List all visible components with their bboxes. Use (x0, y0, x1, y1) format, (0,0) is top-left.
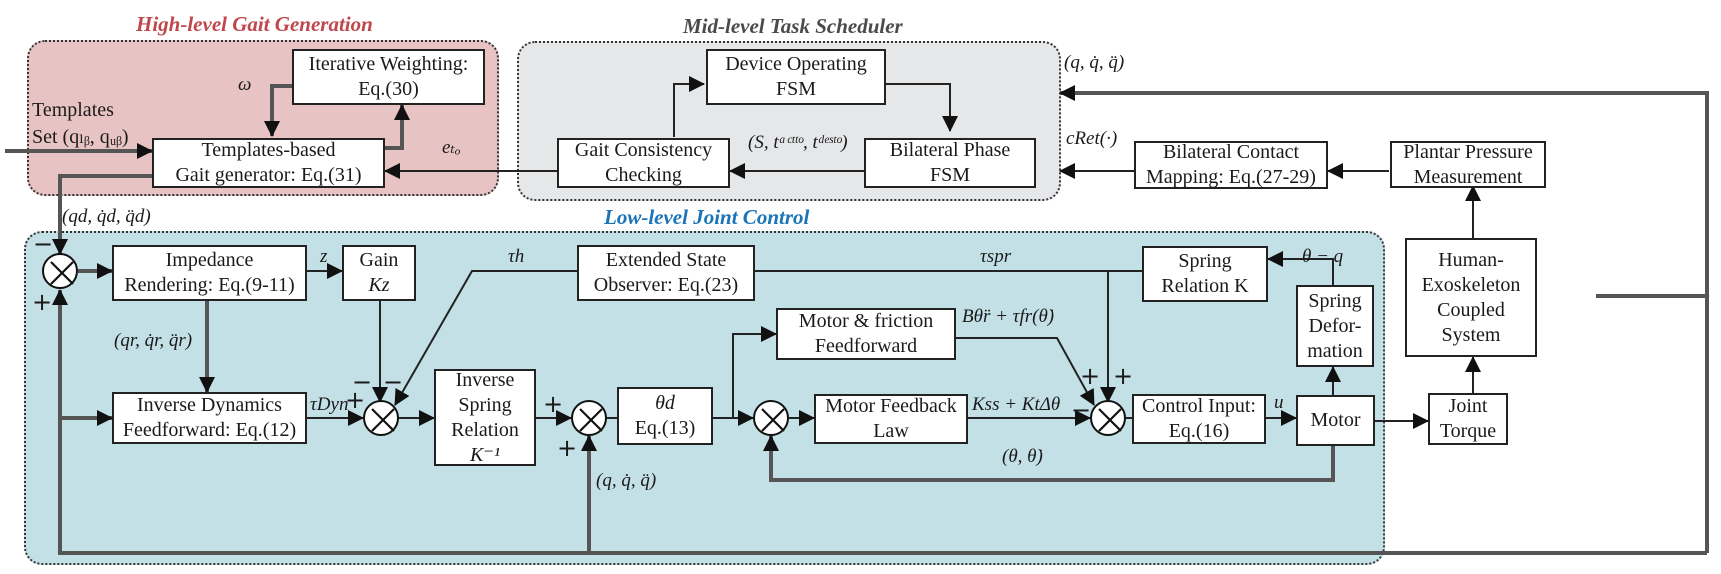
plus-sign: + (1113, 362, 1134, 390)
wire-sd-to-spring (1267, 251, 1334, 285)
spring-deformation-block[interactable]: Spring Defor- mation (1296, 285, 1374, 367)
plantar-pressure-block[interactable]: Plantar Pressure Measurement (1390, 141, 1546, 188)
plus-sign: + (557, 434, 578, 462)
q-state-bottom-label: (q, q̇, q̈) (596, 470, 657, 491)
omega-label: ω (238, 74, 252, 95)
u-label: u (1274, 392, 1284, 413)
plus-sign: + (543, 390, 564, 418)
sum-junction-1 (42, 253, 78, 289)
cross-icon (50, 261, 74, 285)
cross-icon (761, 408, 785, 432)
wire-mff-to-sum5 (956, 337, 1095, 406)
qr-set-label: (qr, q̇r, q̈r) (114, 330, 193, 351)
high-level-title: High-level Gait Generation (136, 12, 373, 36)
wire-dev-to-bp (886, 83, 958, 132)
tau-spr-label: τspr (980, 246, 1012, 267)
gait-consistency-block[interactable]: Gait Consistency Checking (557, 138, 730, 188)
feedback-law-term-label: Kss + KtΔθ (972, 394, 1061, 415)
e-to-label: eₜₒ (442, 137, 461, 158)
sum-junction-3 (571, 400, 607, 436)
spring-relation-block[interactable]: Spring Relation K (1142, 246, 1268, 302)
theta-minus-q-label: θ − q (1302, 246, 1344, 267)
plus-sign: + (32, 288, 53, 316)
minus-sign: − (352, 368, 373, 396)
inverse-spring-relation-block[interactable]: Inverse Spring Relation K⁻¹ (434, 369, 536, 466)
control-input-block[interactable]: Control Input: Eq.(16) (1132, 394, 1266, 444)
low-level-title: Low-level Joint Control (604, 205, 810, 229)
motor-feedback-law-block[interactable]: Motor Feedback Law (814, 394, 968, 444)
sum-junction-4 (753, 400, 789, 436)
minus-sign: − (1071, 396, 1092, 424)
wire-to-iterative (385, 104, 410, 150)
qd-set-label: (qd, q̇d, q̈d) (62, 206, 151, 227)
device-operating-fsm-block[interactable]: Device Operating FSM (706, 49, 886, 105)
z-label: z (320, 246, 328, 267)
cret-label: cRet(·) (1066, 128, 1118, 149)
s-tact-tdes-label: (S, tᵃᶜᵗᵗᵒ, tᵈᵉˢᵗᵒ) (748, 132, 848, 153)
minus-sign: − (33, 230, 54, 258)
theta-d-block[interactable]: θd Eq.(13) (617, 387, 713, 445)
templates-gait-generator-block[interactable]: Templates-based Gait generator: Eq.(31) (152, 138, 385, 188)
human-exoskeleton-block[interactable]: Human- Exoskeleton Coupled System (1405, 238, 1537, 357)
iterative-weighting-block[interactable]: Iterative Weighting: Eq.(30) (292, 49, 485, 105)
gain-kz-block[interactable]: Gain Kz (342, 245, 416, 301)
bilateral-contact-mapping-block[interactable]: Bilateral Contact Mapping: Eq.(27-29) (1134, 141, 1328, 189)
wire-state-feedback (1059, 85, 1709, 553)
motor-block[interactable]: Motor (1296, 395, 1375, 446)
bilateral-phase-fsm-block[interactable]: Bilateral Phase FSM (864, 138, 1036, 188)
wire-tau-h (394, 270, 577, 406)
templates-set-label: Templates (32, 99, 114, 121)
minus-sign: − (383, 368, 404, 396)
wire-gc-to-dev (673, 76, 705, 137)
wire-qd-down (52, 174, 152, 255)
tau-h-label: τh (508, 246, 525, 267)
plus-sign: + (345, 386, 366, 414)
wire-q-feedback-bottom (52, 289, 1707, 555)
motor-friction-term-label: Bθ̈r + τfr(θ̇) (962, 306, 1055, 327)
sum-junction-2 (363, 400, 399, 436)
plus-sign: + (1080, 362, 1101, 390)
inverse-dynamics-block[interactable]: Inverse Dynamics Feedforward: Eq.(12) (112, 392, 307, 444)
motor-friction-feedforward-block[interactable]: Motor & friction Feedforward (776, 308, 956, 360)
templates-set-bounds-label: Set (qₗᵦ, qᵤᵦ) (32, 126, 129, 148)
wire-to-motor-ff (732, 326, 777, 418)
sum-junction-5 (1090, 400, 1126, 436)
mid-level-title: Mid-level Task Scheduler (683, 14, 903, 38)
cross-icon (579, 408, 603, 432)
tau-dyn-label: τDyn (310, 394, 349, 415)
cross-icon (1098, 408, 1122, 432)
joint-torque-block[interactable]: Joint Torque (1428, 393, 1508, 445)
wire-theta-feedback (763, 435, 1335, 482)
impedance-rendering-block[interactable]: Impedance Rendering: Eq.(9-11) (112, 245, 307, 301)
cross-icon (371, 408, 395, 432)
theta-set-label: (θ, θ̇) (1002, 446, 1043, 467)
q-state-top-label: (q, q̇, q̈) (1064, 52, 1125, 73)
extended-state-observer-block[interactable]: Extended State Observer: Eq.(23) (577, 245, 755, 301)
wire-omega (264, 84, 292, 137)
